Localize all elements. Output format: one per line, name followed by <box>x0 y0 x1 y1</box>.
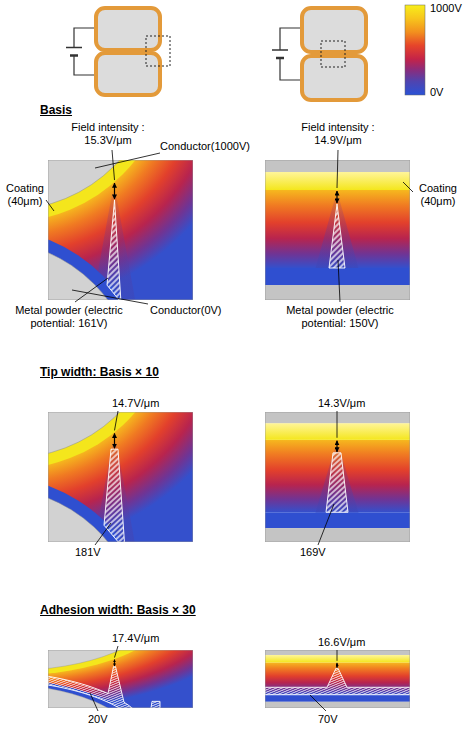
leader-line <box>403 182 413 192</box>
powder-label: Metal powder (electric potential: 150V) <box>275 304 405 330</box>
potential-value: 70V <box>318 713 338 726</box>
metal-powder <box>107 200 121 303</box>
conductor <box>265 528 410 542</box>
field-intensity-value: 17.4V/μm <box>112 632 159 645</box>
field-panel <box>265 650 410 708</box>
wire <box>280 28 300 50</box>
coating <box>265 268 410 285</box>
conductor-label: Conductor(0V) <box>150 304 222 317</box>
capacitor-icon <box>66 8 170 95</box>
potential-value: 169V <box>300 546 326 559</box>
field-arrow <box>114 433 115 448</box>
field-arrow <box>114 183 115 199</box>
panel-frame <box>265 650 410 708</box>
wire <box>74 56 94 76</box>
coating-label: Coating (40μm) <box>414 182 462 208</box>
view-region-outline <box>321 41 345 67</box>
conductor <box>265 702 410 708</box>
field-intensity-value: 14.7V/μm <box>112 397 159 410</box>
panel-frame <box>48 160 193 300</box>
field-gradient <box>265 190 410 268</box>
leader-line <box>318 504 334 545</box>
section-heading: Tip width: Basis × 10 <box>40 366 159 379</box>
coating <box>265 695 410 702</box>
conductor <box>0 180 158 459</box>
wire <box>74 28 94 48</box>
field-panel <box>0 541 193 729</box>
section-heading: Adhesion width: Basis × 30 <box>40 604 196 617</box>
panel-frame <box>48 412 193 542</box>
leader-line <box>337 650 338 661</box>
field-intensity-label: Field intensity : 14.9V/μm <box>288 121 388 147</box>
leader-line <box>337 411 338 438</box>
leader-line <box>310 695 326 711</box>
leader-line <box>95 523 111 545</box>
metal-powder <box>326 453 348 512</box>
section-heading: Basis <box>40 104 72 117</box>
leader-line <box>75 278 108 302</box>
coating <box>265 512 410 528</box>
field-intensity-label: Field intensity : 15.3V/μm <box>58 121 158 147</box>
field-panel <box>265 412 410 542</box>
leader-line <box>72 290 148 304</box>
conductor <box>265 285 410 300</box>
field-arrow <box>114 660 115 667</box>
conductor-icon <box>302 56 366 100</box>
field-intensity-value: 14.3V/μm <box>318 397 365 410</box>
leader-line <box>115 411 119 430</box>
coating <box>0 169 170 470</box>
leader-line <box>90 693 98 711</box>
field-panel <box>0 169 193 729</box>
coating <box>0 0 170 222</box>
potential-value: 20V <box>88 713 108 726</box>
panel-frame <box>48 650 193 708</box>
metal-powder <box>329 204 345 268</box>
field-arrow <box>336 441 337 452</box>
field-panel <box>0 0 193 552</box>
field-intensity-value: 16.6V/μm <box>318 636 365 649</box>
battery-plate <box>66 47 82 49</box>
field-gradient <box>265 662 410 694</box>
wire <box>280 58 300 80</box>
conductor-icon <box>96 53 160 95</box>
leader-line <box>338 260 340 302</box>
leader-line <box>112 150 115 180</box>
conductor <box>265 650 410 655</box>
field-distortion <box>315 198 359 270</box>
conductor <box>0 0 158 210</box>
potential-value: 181V <box>75 546 101 559</box>
battery-plate <box>272 49 288 51</box>
battery-plate <box>276 57 284 60</box>
metal-powder <box>104 449 125 550</box>
leader-line <box>46 200 54 211</box>
coating-label: Coating (40μm) <box>2 182 48 208</box>
leader-line <box>115 646 119 658</box>
panel-frame <box>265 412 410 542</box>
field-distortion <box>315 447 359 514</box>
powder-label: Metal powder (electric potential: 161V) <box>4 304 134 330</box>
metal-powder <box>265 668 410 695</box>
coating <box>265 655 410 662</box>
field-arrow <box>337 663 338 668</box>
color-scale-bar <box>405 5 425 95</box>
capacitor-icon <box>272 8 366 100</box>
conductor-icon <box>96 8 160 50</box>
coating <box>265 423 410 440</box>
scale-min-label: 0V <box>430 86 443 99</box>
leader-line <box>337 150 338 188</box>
conductor-label: Conductor(1000V) <box>160 140 250 153</box>
metal-powder <box>48 667 160 729</box>
field-gradient <box>265 440 410 512</box>
scale-max-label: 1000V <box>430 2 462 15</box>
leader-line <box>95 153 160 168</box>
battery-plate <box>70 54 78 57</box>
conductor <box>265 412 410 423</box>
field-arrow <box>336 191 337 203</box>
view-region-outline <box>146 36 170 66</box>
conductor-icon <box>302 8 366 52</box>
